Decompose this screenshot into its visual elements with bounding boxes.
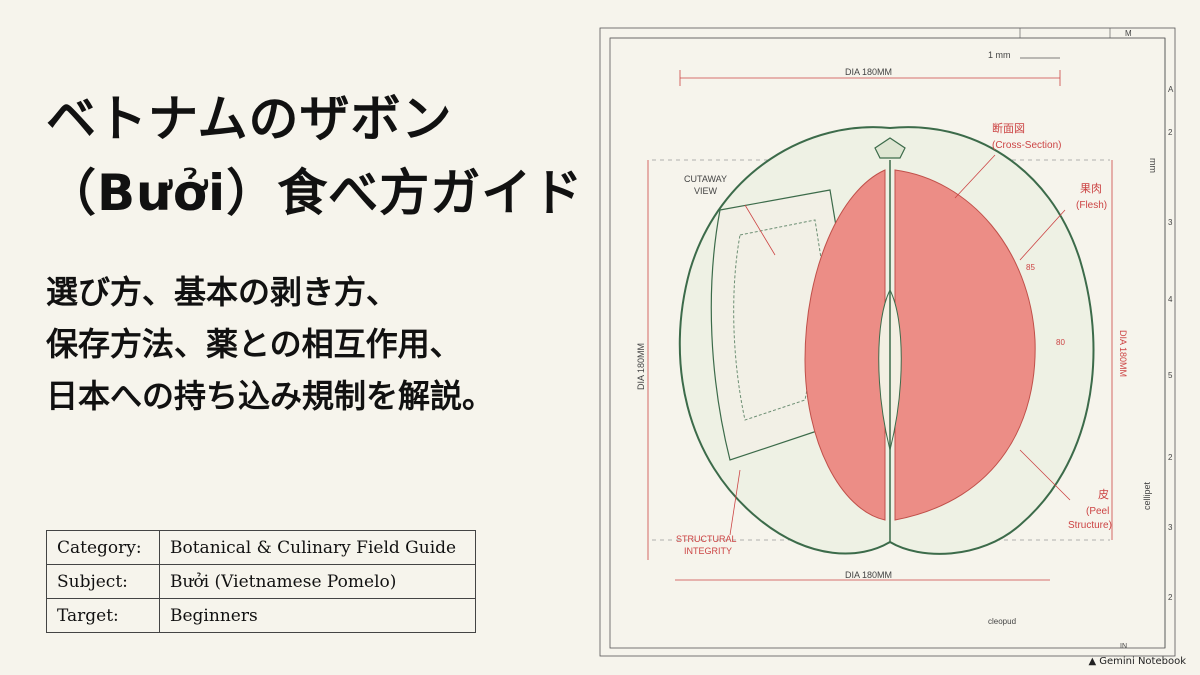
cross-section-label-jp: 断面図 (992, 121, 1025, 135)
right-ruler: A 2 3 4 5 2 3 2 (1168, 85, 1174, 602)
title-line-2: （Bưởi）食べ方ガイド (46, 164, 584, 222)
info-label: Subject: (46, 564, 160, 599)
flesh-right (894, 169, 1036, 521)
bottom-small-label: cleopud (988, 617, 1016, 626)
info-row-category: Category: Botanical & Culinary Field Gui… (46, 530, 476, 565)
bottom-corner-label: IN (1120, 643, 1127, 650)
info-label: Target: (46, 598, 160, 633)
info-value: Bưởi (Vietnamese Pomelo) (159, 564, 476, 599)
cutaway-inner (733, 219, 827, 421)
structural-label-1: STRUCTURAL (676, 534, 737, 544)
top-ruler (610, 28, 1165, 39)
footer-brand: ▲ Gemini Notebook (1089, 656, 1186, 667)
info-table: Category: Botanical & Culinary Field Gui… (46, 530, 476, 633)
right-vertical-bottom-label: cellipet (1142, 481, 1152, 510)
footer-brand-label: Gemini Notebook (1099, 656, 1186, 667)
peel-label-en-1: (Peel (1086, 506, 1109, 517)
top-dimension-label: DIA 180MM (845, 67, 892, 77)
svg-text:2: 2 (1168, 593, 1173, 602)
svg-text:2: 2 (1168, 128, 1173, 137)
flesh-label-jp: 果肉 (1080, 182, 1102, 195)
dimension-lines (647, 70, 1113, 581)
info-value: Botanical & Culinary Field Guide (159, 530, 476, 565)
subtitle-line-1: 選び方、基本の剥き方、 (46, 273, 399, 311)
callout-leaders (729, 154, 1071, 536)
corner-label: M (1125, 29, 1132, 38)
info-row-subject: Subject: Bưởi (Vietnamese Pomelo) (46, 564, 476, 599)
peel-label-en-2: Structure) (1068, 520, 1112, 531)
notebook-icon: ▲ (1088, 656, 1097, 667)
svg-text:3: 3 (1168, 218, 1173, 227)
svg-text:3: 3 (1168, 523, 1173, 532)
cutaway-label-2: VIEW (694, 186, 718, 196)
subtitle-line-2: 保存方法、薬との相互作用、 (46, 325, 462, 363)
structural-label-2: INTEGRITY (684, 546, 732, 556)
pomelo-cross-section-diagram: M 1 mm A 2 3 4 5 2 3 2 mm cellipet DIA 1… (599, 27, 1176, 657)
info-row-target: Target: Beginners (46, 598, 476, 633)
peel-label-jp: 皮 (1098, 488, 1109, 501)
cutaway-label-1: CUTAWAY (684, 174, 727, 184)
right-vertical-top-label: mm (1148, 158, 1158, 173)
bottom-dimension-label: DIA 180MM (845, 570, 892, 580)
left-dimension-label: DIA 180MM (636, 343, 646, 390)
info-value: Beginners (159, 598, 476, 633)
stem (874, 137, 906, 159)
flesh-left (804, 169, 886, 521)
flesh-label-en: (Flesh) (1076, 200, 1107, 211)
svg-text:2: 2 (1168, 453, 1173, 462)
dim-85-label: 85 (1026, 263, 1035, 272)
info-label: Category: (46, 530, 160, 565)
pomelo-illustration (678, 126, 1095, 555)
page-title: ベトナムのザボン （Bưởi）食べ方ガイド (46, 82, 606, 230)
page-subtitle: 選び方、基本の剥き方、 保存方法、薬との相互作用、 日本への持ち込み規制を解説。 (46, 266, 606, 422)
svg-text:4: 4 (1168, 295, 1173, 304)
svg-text:A: A (1168, 85, 1174, 94)
svg-text:5: 5 (1168, 371, 1173, 380)
dim-80-label: 80 (1056, 338, 1065, 347)
right-dimension-label: DIA 180MM (1118, 330, 1128, 377)
subtitle-line-3: 日本への持ち込み規制を解説。 (46, 377, 495, 415)
scale-label: 1 mm (988, 50, 1011, 60)
cross-section-label-en: (Cross-Section) (992, 140, 1061, 151)
title-line-1: ベトナムのザボン (46, 90, 453, 148)
